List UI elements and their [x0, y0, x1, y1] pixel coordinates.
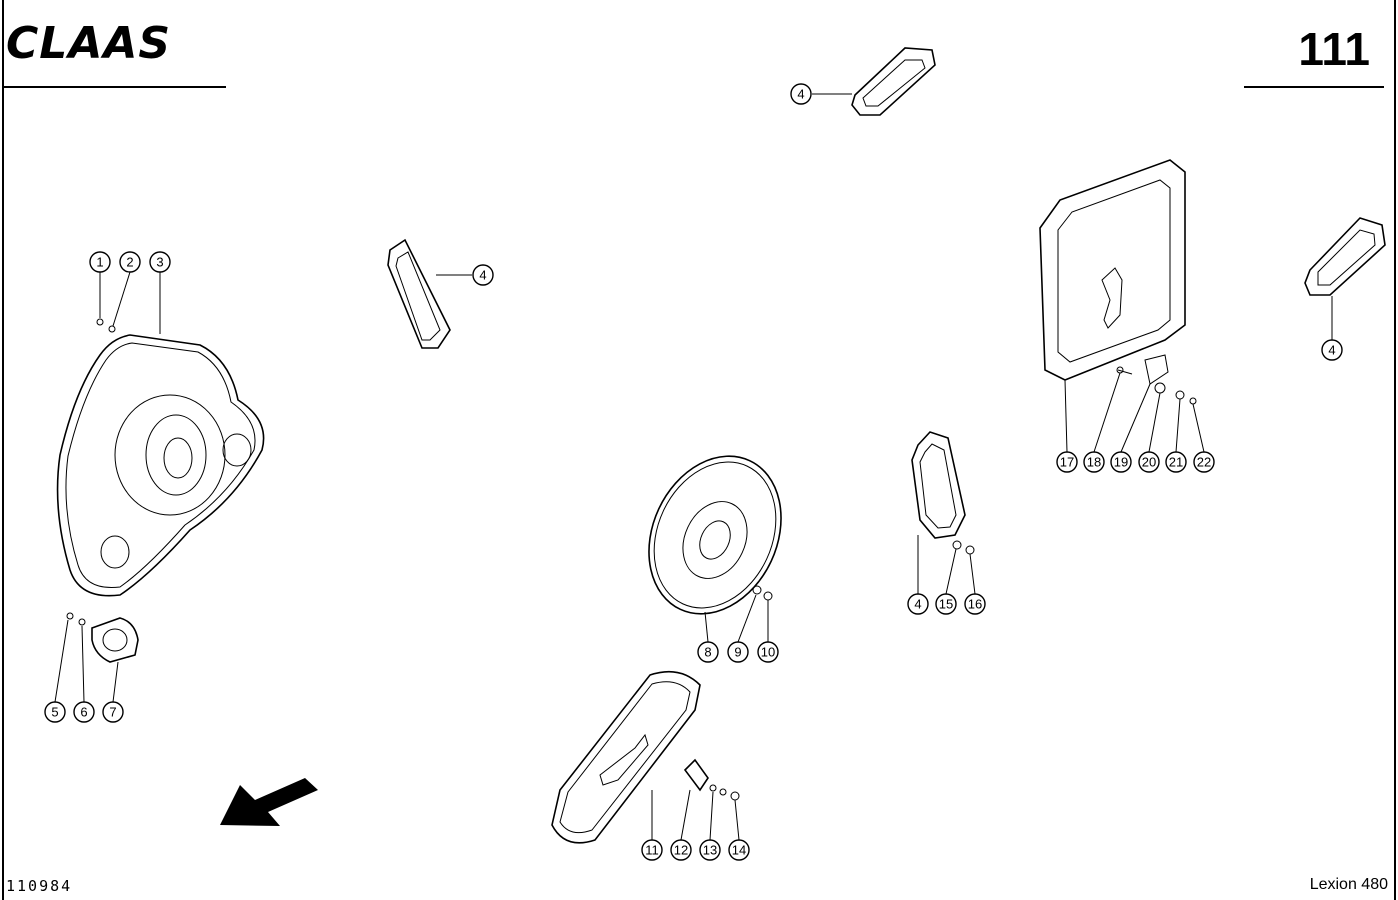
leader-lines [54, 93, 1333, 841]
direction-arrow [220, 778, 318, 826]
clip-part-12 [683, 758, 709, 792]
callout-2: 2 [119, 251, 141, 273]
callout-14: 14 [728, 839, 750, 861]
callout-12: 12 [670, 839, 692, 861]
callout-21: 21 [1165, 451, 1187, 473]
callout-label: 6 [80, 705, 87, 720]
callout-label: 2 [126, 255, 133, 270]
cover-plate-part-3 [56, 318, 265, 597]
callout-4-b: 4 [790, 83, 812, 105]
callout-3: 3 [149, 251, 171, 273]
callout-label: 8 [704, 645, 711, 660]
callout-4-c: 4 [1321, 339, 1343, 361]
callout-13: 13 [699, 839, 721, 861]
callout-label: 19 [1114, 455, 1128, 470]
callout-label: 4 [914, 597, 921, 612]
callout-label: 17 [1060, 455, 1074, 470]
callout-16: 16 [964, 593, 986, 615]
gasket-part-4-b [851, 47, 936, 116]
callout-label: 18 [1087, 455, 1101, 470]
hardware-small-parts [709, 354, 1197, 801]
callout-7: 7 [102, 701, 124, 723]
disc-part-8 [648, 455, 782, 615]
page-number: 111 [1298, 23, 1370, 75]
left-border [2, 0, 4, 900]
machine-model: Lexion 480 [1309, 876, 1388, 893]
callout-label: 12 [674, 843, 688, 858]
gasket-part-4-a [387, 238, 451, 349]
callout-5: 5 [44, 701, 66, 723]
callout-9: 9 [727, 641, 749, 663]
callout-8: 8 [697, 641, 719, 663]
callout-label: 11 [645, 843, 659, 858]
callout-label: 5 [51, 705, 58, 720]
callout-label: 3 [156, 255, 163, 270]
callout-20: 20 [1138, 451, 1160, 473]
callout-17: 17 [1056, 451, 1078, 473]
right-border [1394, 0, 1396, 900]
callout-10: 10 [757, 641, 779, 663]
brand-logo: CLAAS [6, 18, 172, 69]
callout-label: 22 [1197, 455, 1211, 470]
callout-4-d: 4 [907, 593, 929, 615]
callout-label: 4 [797, 87, 804, 102]
callout-18: 18 [1083, 451, 1105, 473]
callout-22: 22 [1193, 451, 1215, 473]
drawing-reference-number: 110984 [6, 877, 73, 895]
callout-label: 16 [968, 597, 982, 612]
callout-label: 4 [479, 268, 486, 283]
callout-label: 14 [732, 843, 746, 858]
callout-label: 4 [1328, 343, 1335, 358]
callout-19: 19 [1110, 451, 1132, 473]
callout-label: 9 [734, 645, 741, 660]
cover-part-11 [551, 670, 701, 844]
callout-label: 15 [939, 597, 953, 612]
callout-15: 15 [935, 593, 957, 615]
callout-4-a: 4 [472, 264, 494, 286]
callout-label: 7 [109, 705, 116, 720]
gasket-part-4-d [911, 431, 966, 539]
callout-label: 21 [1169, 455, 1183, 470]
inspection-cover-part-17 [1039, 159, 1186, 381]
header-rule-left [4, 86, 226, 88]
gasket-part-4-c [1304, 217, 1386, 296]
header-rule-right [1244, 86, 1384, 88]
callout-11: 11 [641, 839, 663, 861]
callout-6: 6 [73, 701, 95, 723]
callout-label: 13 [703, 843, 717, 858]
callout-1: 1 [89, 251, 111, 273]
callout-label: 20 [1142, 455, 1156, 470]
small-flange-part-7 [66, 612, 139, 663]
callout-label: 10 [761, 645, 775, 660]
callout-label: 1 [96, 255, 103, 270]
